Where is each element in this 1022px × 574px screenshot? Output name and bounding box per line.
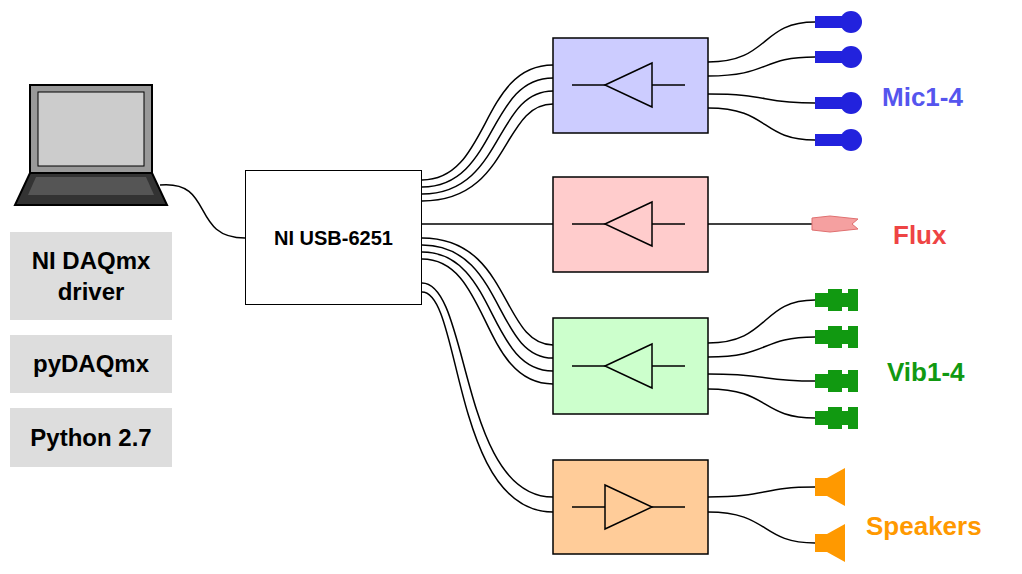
wire (708, 223, 812, 225)
software-label: NI DAQmx driver (10, 232, 172, 320)
software-label: pyDAQmx (10, 335, 172, 393)
laptop-display (38, 92, 144, 166)
wire (708, 300, 815, 343)
mic-amplifier (553, 38, 708, 133)
wire (708, 374, 815, 381)
speakers (815, 468, 845, 562)
wire (708, 389, 815, 418)
flux-probe (812, 216, 858, 232)
amplifiers (553, 38, 708, 554)
group-label: Flux (893, 220, 946, 251)
vibration-sensors (815, 289, 858, 429)
node-text: NI DAQmx driver (18, 245, 164, 307)
group-label: Speakers (866, 511, 982, 542)
vib-amplifier (553, 318, 708, 414)
wire (422, 238, 553, 345)
daq-device-box: NI USB-6251 (245, 170, 422, 305)
wire (422, 252, 553, 371)
laptop-keyboard (28, 177, 154, 195)
software-label: Python 2.7 (10, 408, 172, 467)
wire (422, 91, 553, 194)
wire (708, 94, 815, 103)
wire (422, 245, 553, 358)
wire (708, 512, 815, 543)
node-text: Python 2.7 (30, 422, 151, 453)
wire (422, 292, 553, 512)
group-label: Mic1-4 (882, 82, 963, 113)
wire (422, 104, 553, 201)
wire (422, 223, 553, 225)
wire (708, 337, 815, 357)
wire (708, 487, 815, 497)
wire (708, 108, 815, 140)
wire (422, 78, 553, 187)
flux-amplifier (553, 177, 708, 272)
usb-cable (160, 185, 245, 238)
wire (708, 22, 815, 62)
laptop-screen (30, 85, 152, 173)
group-label: Vib1-4 (887, 357, 965, 388)
microphones (815, 11, 862, 151)
speaker-amplifier (553, 460, 708, 554)
laptop-icon (15, 85, 167, 205)
laptop-base (15, 173, 167, 205)
wires (160, 22, 815, 543)
wire (422, 259, 553, 384)
node-text: pyDAQmx (33, 348, 149, 379)
wire (708, 57, 815, 76)
node-text: NI USB-6251 (274, 225, 393, 251)
